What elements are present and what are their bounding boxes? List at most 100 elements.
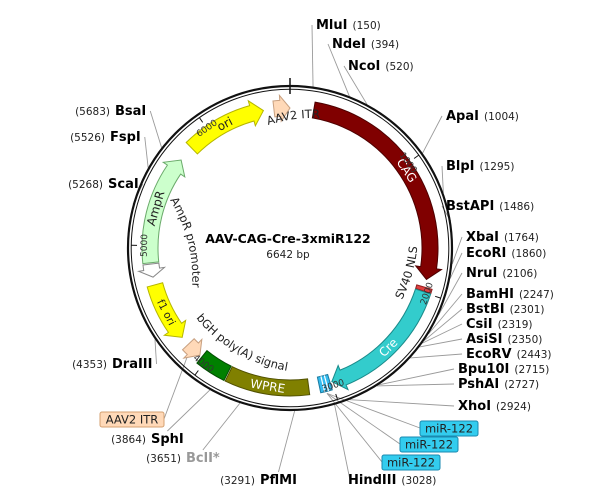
feature-cre (331, 288, 432, 391)
leader-sphi (167, 389, 211, 432)
site-bstbi[interactable]: BstBI (466, 302, 505, 317)
site-asisi[interactable]: AsiSI (466, 332, 502, 347)
site-bcli[interactable]: BclI* (186, 451, 220, 466)
callout-box (381, 454, 441, 471)
site-bsai[interactable]: BsaI (115, 104, 146, 119)
site-xbai[interactable]: XbaI (466, 230, 499, 245)
callout-box (99, 411, 165, 428)
feature-aav2-itr-right (181, 337, 203, 359)
site-pos-bsai: (5683) (75, 106, 110, 118)
site-pos-bcli: (3651) (146, 453, 181, 465)
leader-draiii (154, 339, 157, 365)
callout-box (399, 436, 459, 453)
leader-blpi (441, 165, 444, 193)
site-xhoi[interactable]: XhoI (458, 399, 491, 414)
leader-hindiii (334, 404, 351, 481)
site-pflmi[interactable]: PflMI (260, 473, 297, 488)
feature-label-wpre: WPRE (249, 377, 286, 396)
site-mlui[interactable]: MluI (316, 18, 347, 33)
callout-text: miR-122 (405, 438, 453, 452)
leader-mlui (311, 24, 314, 87)
callout-leader (163, 356, 188, 420)
plasmid-size: 6642 bp (266, 249, 310, 261)
site-pos-ndei: (394) (371, 39, 399, 51)
site-pos-xhoi: (2924) (496, 401, 531, 413)
callout-leader (326, 392, 401, 445)
leader-pshai (376, 383, 455, 387)
feature-bgh-polya (196, 349, 232, 382)
site-csii[interactable]: CsiI (466, 317, 493, 332)
site-scai[interactable]: ScaI (108, 177, 139, 192)
site-pos-bamhi: (2247) (519, 289, 554, 301)
leader-asisi (419, 338, 463, 348)
plasmid-title: AAV-CAG-Cre-3xmiR122 (205, 231, 371, 246)
leader-bamhi (428, 293, 463, 335)
tick-label-5000: 5000 (140, 234, 150, 257)
tick-4000 (194, 370, 199, 376)
tick-1000 (413, 154, 420, 159)
site-pos-csii: (2319) (498, 319, 533, 331)
site-nrui[interactable]: NruI (466, 266, 497, 281)
feature-ampr (141, 159, 186, 265)
site-bpu10i[interactable]: Bpu10I (458, 362, 509, 377)
site-bstapi[interactable]: BstAPI (446, 199, 494, 214)
leader-bcli (202, 402, 241, 451)
site-apai[interactable]: ApaI (446, 109, 479, 124)
site-pos-xbai: (1764) (504, 232, 539, 244)
callout-text: miR-122 (387, 456, 435, 470)
tick-2000 (435, 295, 441, 299)
site-pos-asisi: (2350) (507, 334, 542, 346)
leader-bpu10i (378, 368, 455, 386)
site-pos-ecorv: (2443) (517, 349, 552, 361)
leader-csii (422, 323, 463, 344)
feature-label-ori: ori (215, 114, 235, 134)
leader-ecorv (410, 353, 463, 359)
site-pos-sphi: (3864) (111, 434, 146, 446)
callout-leader (326, 393, 383, 463)
site-blpi[interactable]: BlpI (446, 159, 475, 174)
leader-xbai (451, 236, 463, 265)
site-pos-nrui: (2106) (502, 268, 537, 280)
mir-divider-0 (323, 375, 330, 392)
site-fspi[interactable]: FspI (110, 130, 141, 145)
feature-aav2-itr-left (272, 93, 291, 123)
callout-text: AAV2 ITR (106, 413, 159, 427)
site-pos-pflmi: (3291) (220, 475, 255, 487)
leader-nrui (438, 272, 463, 315)
callout-mir-122-3[interactable]: miR-122 (381, 454, 441, 471)
site-pos-hindiii: (3028) (401, 475, 436, 487)
plasmid-backbone (126, 78, 454, 412)
site-bamhi[interactable]: BamHI (466, 287, 514, 302)
site-sphi[interactable]: SphI (151, 432, 184, 447)
site-pos-bstbi: (2301) (510, 304, 545, 316)
site-pos-bstapi: (1486) (499, 201, 534, 213)
callout-mir-122-1[interactable]: miR-122 (419, 420, 479, 437)
site-pos-blpi: (1295) (480, 161, 515, 173)
site-label-layer: MluI(150)NdeI(394)NcoI(520)ApaI(1004)Blp… (68, 18, 554, 488)
site-pos-ecori: (1860) (511, 248, 546, 260)
callout-aav2-itr-0[interactable]: AAV2 ITR (99, 411, 165, 428)
site-pos-draiii: (4353) (72, 359, 107, 371)
site-pos-bpu10i: (2715) (514, 364, 549, 376)
site-pshai[interactable]: PshAI (458, 377, 499, 392)
leader-xhoi (349, 399, 455, 407)
mir-divider-1 (320, 376, 326, 393)
leader-bstbi (423, 308, 463, 342)
callout-mir-122-2[interactable]: miR-122 (399, 436, 459, 453)
backbone-outer-ring (126, 84, 454, 412)
site-draiii[interactable]: DraIII (112, 357, 153, 372)
feature-wpre (224, 366, 311, 397)
leader-apai (422, 115, 443, 154)
site-pos-pshai: (2727) (504, 379, 539, 391)
site-ndei[interactable]: NdeI (332, 37, 366, 52)
site-ecori[interactable]: EcoRI (466, 246, 506, 261)
site-pos-scai: (5268) (68, 179, 103, 191)
site-ecorv[interactable]: EcoRV (466, 347, 512, 362)
feature-f1-ori (146, 282, 187, 338)
leader-ncoi (343, 65, 368, 105)
site-hindiii[interactable]: HindIII (348, 473, 396, 488)
site-ncoi[interactable]: NcoI (348, 59, 380, 74)
